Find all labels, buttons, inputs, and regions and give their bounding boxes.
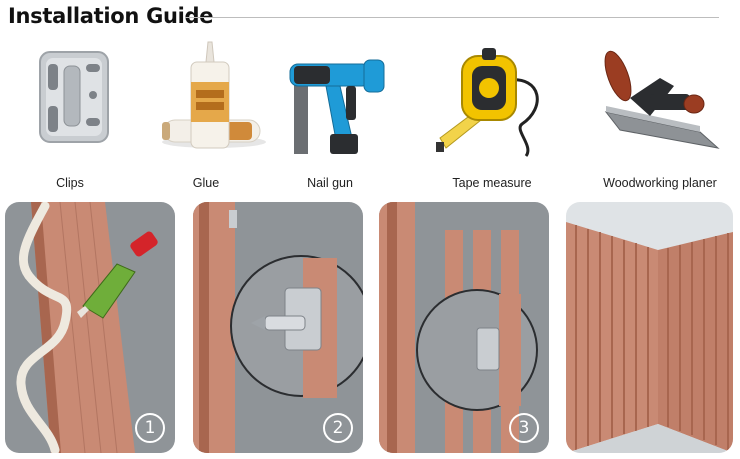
step-number-2: 2 xyxy=(323,413,353,443)
tool-tape-measure: Tape measure xyxy=(422,38,562,198)
step-4-panel xyxy=(566,202,733,453)
tool-label-tape-measure: Tape measure xyxy=(452,176,532,190)
step-number-3: 3 xyxy=(509,413,539,443)
header: Installation Guide xyxy=(0,0,740,34)
tool-clips: Clips xyxy=(0,38,140,198)
step-1-illustration xyxy=(5,202,175,453)
nail-gun-icon xyxy=(260,38,400,163)
step-1-panel: 1 xyxy=(5,202,175,453)
tape-measure-icon xyxy=(422,38,562,163)
page-title: Installation Guide xyxy=(8,4,214,28)
step-number-1: 1 xyxy=(135,413,165,443)
tool-label-nail-gun: Nail gun xyxy=(307,176,353,190)
step-3-panel: 3 xyxy=(379,202,549,453)
tool-nail-gun: Nail gun xyxy=(260,38,400,198)
hand-planer-icon xyxy=(590,38,730,163)
tool-label-glue: Glue xyxy=(192,176,220,190)
clip-bracket-icon xyxy=(0,38,140,163)
title-divider xyxy=(185,17,719,18)
tool-planer: Woodworking planer xyxy=(590,38,730,198)
step-3-illustration xyxy=(379,202,549,453)
glue-tube-icon xyxy=(136,38,276,163)
tool-label-planer: Woodworking planer xyxy=(603,176,717,190)
tool-glue: Glue xyxy=(136,38,276,198)
tool-label-clips: Clips xyxy=(56,176,84,190)
step-2-illustration xyxy=(193,202,363,453)
finished-wall-illustration xyxy=(566,202,733,453)
step-2-panel: 2 xyxy=(193,202,363,453)
